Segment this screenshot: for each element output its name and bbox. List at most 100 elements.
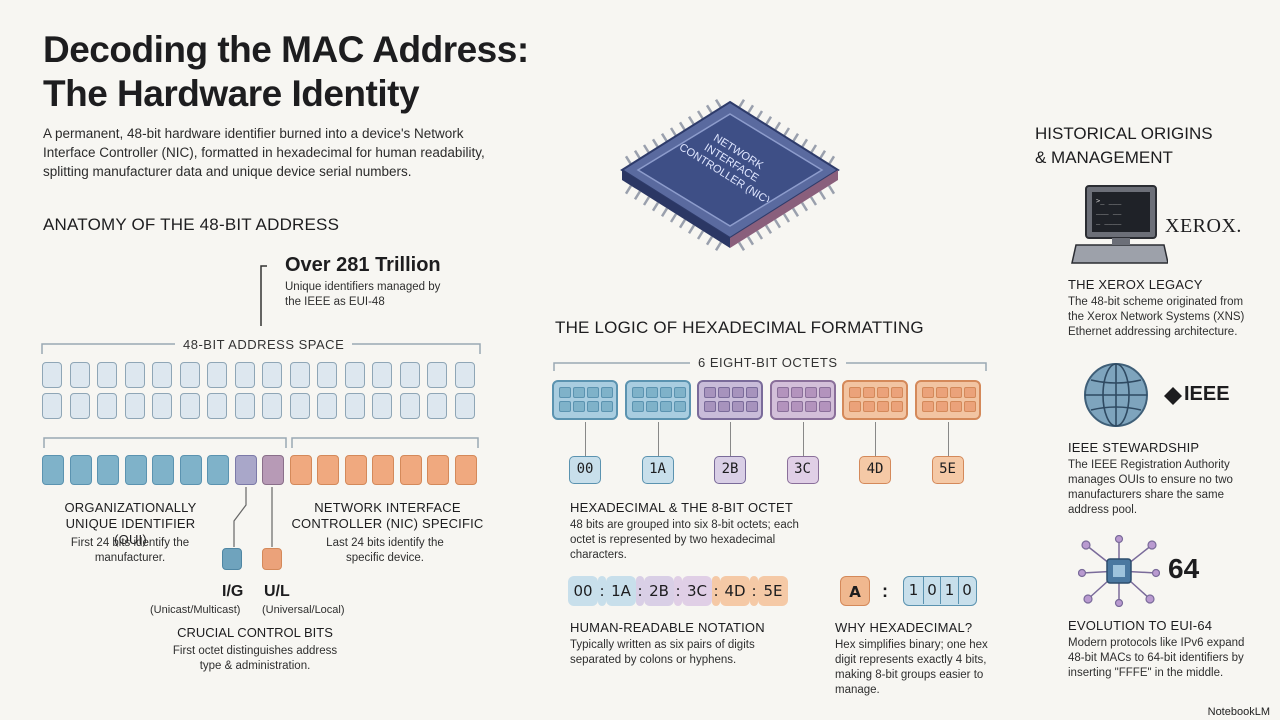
chip-pin [746, 104, 755, 114]
octet-bit [935, 387, 948, 398]
octet-hex-value: 3C [786, 456, 819, 484]
octet-bit [732, 401, 744, 412]
address-bit-cell [454, 362, 475, 388]
octet-bit [921, 387, 934, 398]
chip-pin [737, 241, 746, 251]
octet-connector [730, 422, 731, 456]
octet-text: 48 bits are grouped into six 8-bit octet… [570, 519, 799, 561]
notation-pair: 00 [568, 576, 598, 606]
chip-pin [669, 213, 678, 223]
address-bit-cell [344, 393, 365, 419]
octet-bit [891, 387, 903, 398]
callout-title: Over 281 Trillion [285, 254, 441, 276]
chip-pin [746, 236, 755, 246]
control-text: First octet distinguishes address type &… [172, 645, 338, 672]
notation-text: Typically written as six pairs of digits… [570, 639, 755, 666]
address-bit-cell [97, 362, 117, 388]
chip-pin [714, 99, 723, 109]
octet-bit [718, 401, 730, 412]
notation-separator: : [636, 576, 644, 606]
chip-pin [782, 213, 791, 223]
page-title: Decoding the MAC Address: The Hardware I… [43, 29, 529, 114]
ieee-diamond-icon [1164, 387, 1182, 405]
chip-pin [624, 185, 633, 195]
ieee-logo: IEEE [1184, 383, 1230, 405]
chip-pin [800, 138, 809, 148]
chip-pin [678, 121, 687, 131]
octet-bit [863, 387, 875, 398]
chip-pin [660, 207, 669, 217]
notation-separator: : [598, 576, 606, 606]
ul-sub: (Universal/Local) [262, 604, 345, 616]
chip-pin [818, 150, 827, 160]
octet-bit [673, 387, 686, 398]
octet-bit [587, 401, 599, 412]
notation-separator: : [712, 576, 720, 606]
nic-bit [317, 455, 339, 485]
chip-pin [791, 207, 800, 217]
address-bit-cell [97, 393, 117, 419]
octet-bit [601, 387, 613, 398]
why-hex-digit: A [840, 576, 870, 606]
octet-connector [875, 422, 876, 456]
why-title: WHY HEXADECIMAL? [835, 620, 973, 635]
octet-block [624, 380, 691, 420]
address-bit-cell [207, 393, 227, 419]
octet-bit [746, 401, 758, 412]
octet-bit [963, 401, 976, 412]
octet-bit [849, 401, 861, 412]
nic-bit [427, 455, 449, 485]
octets-label: 6 EIGHT-BIT OCTETS [690, 355, 846, 370]
octet-bit [559, 387, 571, 398]
octet-bit [877, 401, 889, 412]
binary-bit: 1 [940, 577, 958, 604]
nic-bit [399, 455, 422, 485]
ul-bit [262, 548, 282, 570]
octet-bit [645, 401, 658, 412]
octet-hex-value: 2B [714, 456, 746, 484]
octet-bit [732, 387, 744, 398]
nic-bit [344, 455, 367, 485]
address-bit-cell [179, 362, 200, 388]
oui-text: First 24 bits identify the manufacturer. [70, 537, 190, 564]
octet-hex-value: 5E [931, 456, 964, 484]
notation-pair: 1A [606, 576, 636, 606]
binary-bit: 1 [908, 581, 919, 599]
octet-hex-value: 4D [859, 456, 891, 484]
chip-pin [773, 121, 782, 131]
octet-block [697, 380, 763, 420]
address-bit-cell [69, 393, 90, 419]
chip-pin [642, 144, 651, 154]
hex-heading: THE LOGIC OF HEXADECIMAL FORMATTING [555, 318, 924, 337]
address-bit-cell [152, 362, 172, 388]
octet-bit [673, 401, 686, 412]
xerox-logo: XEROX. [1165, 215, 1242, 237]
octet-bit [804, 387, 817, 398]
oui-nic-brackets [43, 437, 479, 448]
octet-bit [790, 387, 803, 398]
octet-bit [587, 387, 599, 398]
chip-pin [755, 110, 764, 120]
address-bit-cell [289, 393, 310, 419]
anatomy-heading: ANATOMY OF THE 48-BIT ADDRESS [43, 215, 340, 234]
chip-pin [782, 127, 791, 137]
eui-text: Modern protocols like IPv6 expand 48-bit… [1068, 637, 1245, 679]
chip-pin [800, 202, 809, 212]
address-bit-cell [234, 393, 255, 419]
octet-bit [891, 401, 903, 412]
nic-chip-illustration: NETWORK INTERFACE CONTROLLER (NIC) [620, 99, 840, 251]
chip-pin [669, 127, 678, 137]
ul-label: U/L [264, 583, 290, 600]
octet-bit [746, 387, 758, 398]
notation-pair: 4D [720, 576, 750, 606]
xerox-title: THE XEROX LEGACY [1068, 277, 1203, 292]
address-bit-cell [372, 393, 392, 419]
octet-bit [790, 401, 803, 412]
chip-pin [705, 104, 714, 114]
why-separator: : [882, 581, 888, 601]
octet-bit [601, 401, 613, 412]
address-bit-cell [289, 362, 310, 388]
chip-pin [687, 116, 696, 126]
address-bit-cell [262, 393, 282, 419]
octet-bit [704, 387, 716, 398]
